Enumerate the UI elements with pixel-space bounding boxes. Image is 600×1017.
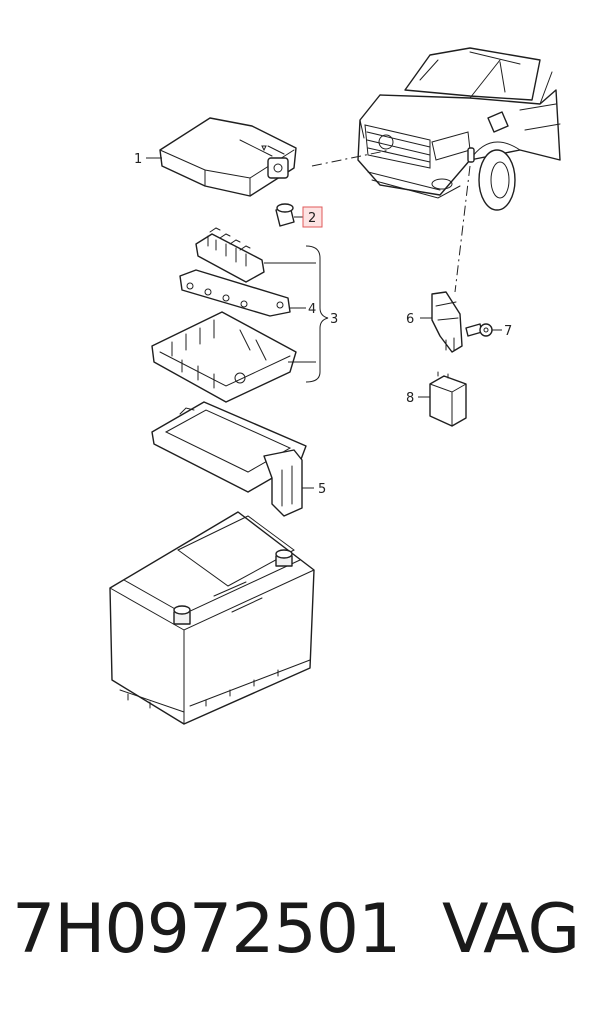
callout-4: 4 (308, 302, 316, 317)
part-fuse-strip (195, 227, 265, 283)
callout-3-brace (305, 245, 329, 383)
part-4-busbar-plate (179, 269, 291, 317)
part-7-screw (465, 323, 493, 337)
callout-2-highlight (302, 206, 323, 228)
connection-line-2 (454, 165, 471, 293)
part-8-relay (429, 371, 467, 427)
part-number: 7H0972501 (12, 890, 401, 969)
callout-5: 5 (318, 482, 326, 497)
callout-2: 2 (308, 211, 316, 226)
part-battery (109, 511, 315, 725)
part-5-fuse-box-tray (151, 401, 307, 517)
callout-7: 7 (504, 324, 512, 339)
part-fuse-carrier (151, 311, 297, 403)
footer: 7H0972501 VAG (0, 880, 600, 990)
part-2-nut (275, 203, 295, 227)
brand-label: VAG (442, 890, 580, 969)
callout-1: 1 (134, 152, 142, 167)
vehicle-illustration (357, 47, 561, 211)
connection-line-1 (311, 149, 391, 167)
callout-6: 6 (406, 312, 414, 327)
part-6-relay-bracket (431, 291, 463, 353)
callout-3: 3 (330, 312, 338, 327)
part-1-fuse-box-cover (159, 117, 297, 197)
callout-8: 8 (406, 391, 414, 406)
parts-diagram: 1 2 4 3 (109, 47, 561, 725)
